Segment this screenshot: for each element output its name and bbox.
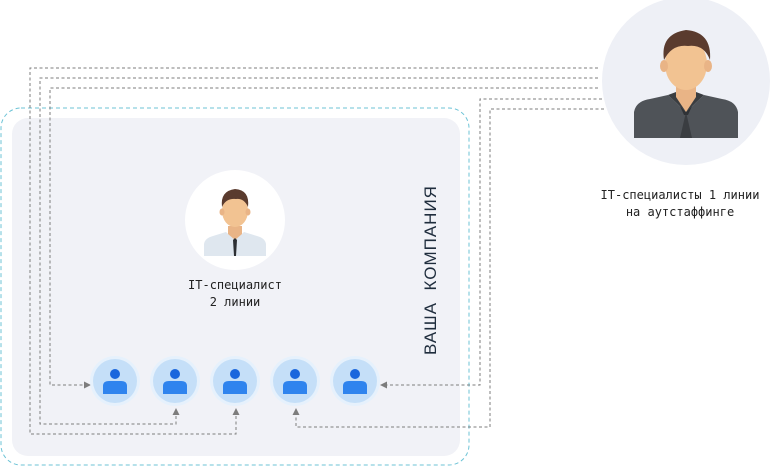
- level2-label-line1: IT-специалист: [188, 278, 282, 292]
- user-avatar: [90, 356, 140, 406]
- user-avatar: [210, 356, 260, 406]
- user-icon: [103, 369, 127, 394]
- person-shirt-tie-icon: [204, 189, 266, 256]
- outsource-label-line2: на аутстаффинге: [625, 205, 735, 219]
- connectors: [29, 67, 604, 435]
- user-avatar: [330, 356, 380, 406]
- company-border: [0, 107, 470, 466]
- connector-5: [292, 108, 604, 428]
- connector-2: [39, 77, 598, 425]
- user-icon: [283, 369, 307, 394]
- user-icon: [163, 369, 187, 394]
- user-icon: [223, 369, 247, 394]
- company-label: ВАША КОМПАНИЯ: [421, 185, 440, 355]
- user-icon: [343, 369, 367, 394]
- connector-4: [380, 98, 602, 389]
- users-row: [90, 356, 380, 406]
- outsource-label-line1: IT-специалисты 1 линии: [600, 188, 760, 202]
- level2-specialist-avatar: [185, 170, 285, 270]
- person-suit-dark-icon: [634, 30, 738, 138]
- outsource-specialist-avatar: [602, 0, 770, 165]
- user-avatar: [150, 356, 200, 406]
- level2-specialist-label: IT-специалист 2 линии: [170, 277, 300, 311]
- connector-3: [49, 87, 598, 389]
- user-avatar: [270, 356, 320, 406]
- outsource-specialist-label: IT-специалисты 1 линии на аутстаффинге: [590, 187, 770, 221]
- level2-label-line2: 2 линии: [209, 295, 261, 309]
